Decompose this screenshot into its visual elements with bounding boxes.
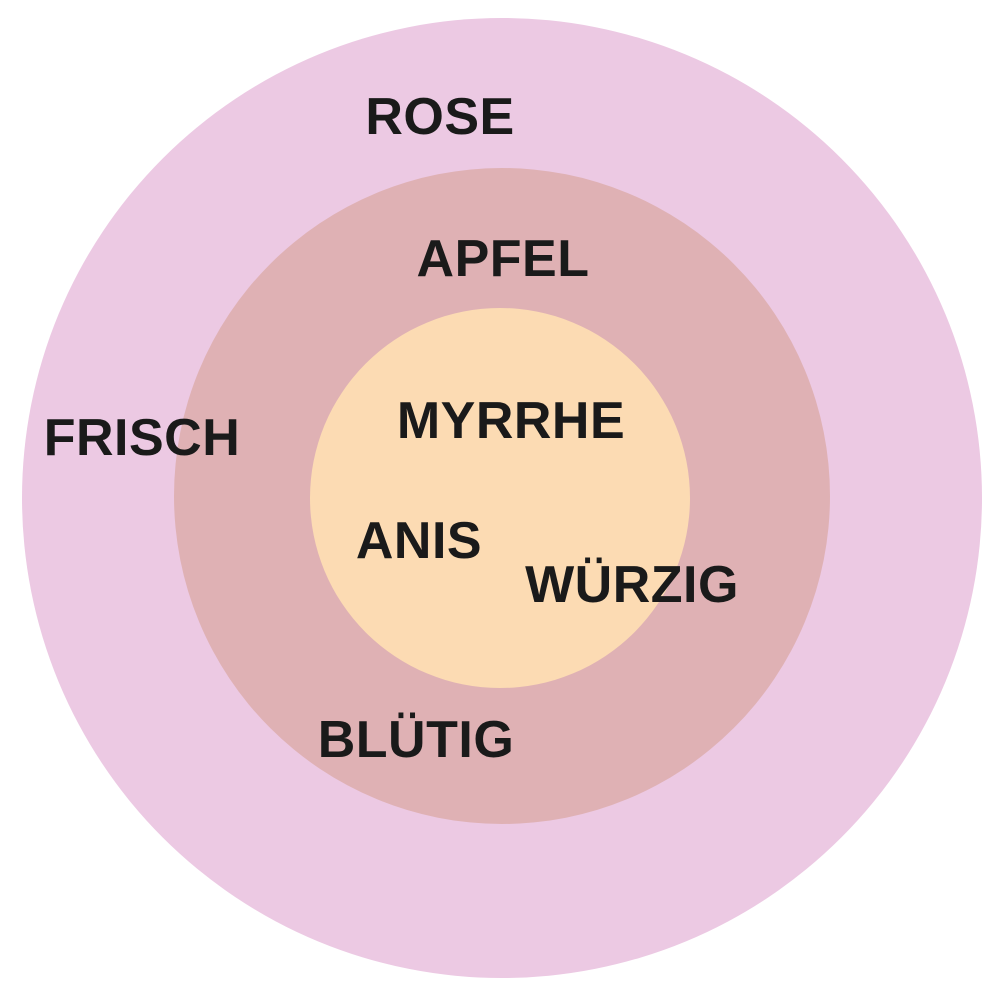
label-bluetig: BLÜTIG — [317, 711, 515, 769]
label-apfel: APFEL — [416, 230, 590, 288]
label-anis: ANIS — [355, 512, 483, 570]
label-rose: ROSE — [365, 88, 515, 146]
label-wuerzig: WÜRZIG — [525, 556, 739, 614]
label-frisch: FRISCH — [43, 409, 241, 467]
label-myrrhe: MYRRHE — [396, 392, 626, 450]
inner-circle — [310, 308, 690, 688]
